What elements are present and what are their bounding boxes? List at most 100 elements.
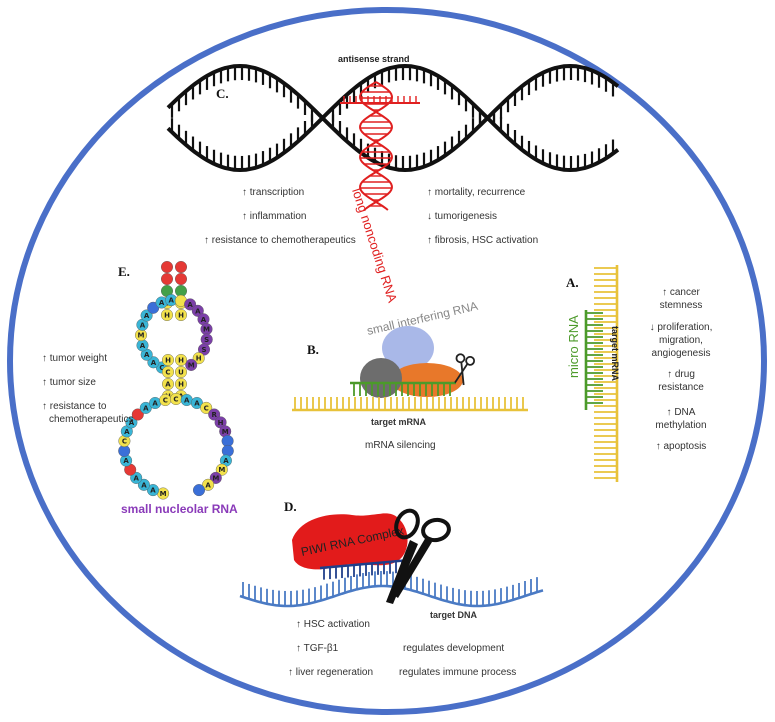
snorna-bead-letter: A: [133, 474, 139, 482]
snorna-bead: [202, 478, 215, 491]
panel-b-target-mrna: [292, 397, 528, 412]
panel-d-effect-right-2: regulates immune process: [399, 667, 516, 678]
target-dna-strand: [239, 571, 544, 608]
snorna-bead: [215, 463, 228, 476]
panel-c-effect-right-2: ↓ tumorigenesis: [427, 211, 497, 222]
snorna-bead: [130, 471, 143, 484]
snorna-bead: [191, 304, 204, 317]
snorna-bead-letter: H: [196, 355, 202, 363]
snorna-bead-letter: A: [201, 316, 207, 324]
snorna-bead-letter: U: [178, 369, 184, 377]
panel-d: D. PIWI RNA Complex target DNA ↑ HSC act…: [239, 499, 544, 678]
scissors-icon: [454, 353, 476, 386]
piwi-rna-backbone: [319, 558, 411, 570]
piwi-complex-blob: [292, 513, 408, 570]
snorna-bead: [137, 478, 150, 491]
panel-d-effect-left-2: ↑ TGF-β1: [296, 643, 339, 654]
snorna-bead-letter: H: [164, 312, 170, 320]
snorna-bead-letter: C: [122, 438, 127, 446]
panel-e-effect-3-line-1: ↑ resistance to: [42, 401, 107, 412]
panel-c-letter: C.: [216, 86, 229, 101]
panel-a-effect-5: ↑ apoptosis: [656, 441, 707, 452]
snorna-bead: [197, 343, 210, 356]
snorna-structure: UHUHCAAAMAAAAAAAMSSHMHHCUAHUAMAAAACAAAAC…: [118, 261, 234, 500]
large-scissors-icon: [386, 508, 451, 604]
snorna-bead: [192, 484, 205, 497]
snorna-bead: [139, 401, 152, 414]
snorna-bead: [146, 484, 159, 497]
snorna-bead: [160, 261, 173, 274]
snorna-bead-letter: A: [140, 342, 146, 350]
lncrna-hairpin: [340, 81, 420, 211]
snorna-bead-letter: A: [143, 404, 149, 412]
panel-c: C. antisense strand long noncoding RNA ↑…: [166, 54, 620, 305]
panel-c-effect-left-3: ↑ resistance to chemotherapeutics: [204, 235, 356, 246]
snorna-bead-letter: H: [218, 419, 224, 427]
snorna-bead-letter: M: [218, 466, 225, 474]
snorna-label: small nucleolar RNA: [121, 502, 238, 516]
snorna-bead-letter: M: [222, 428, 229, 436]
panel-e-letter: E.: [118, 264, 130, 279]
snorna-bead-letter: C: [163, 397, 168, 405]
snorna-bead-letter: A: [123, 457, 129, 465]
panel-e-effect-3-line-2: chemotherapeutics: [49, 414, 134, 425]
panel-e-effect-3: ↑ resistance to chemotherapeutics: [42, 401, 134, 425]
panel-a-target-label: target mRNA: [610, 326, 620, 382]
panel-d-effect-left-3: ↑ liver regeneration: [288, 667, 373, 678]
sirna-orange-blob: [391, 363, 463, 397]
panel-e-effect-2: ↑ tumor size: [42, 377, 96, 388]
snorna-bead-letter: A: [223, 457, 229, 465]
mirna-strand: [584, 310, 603, 410]
snorna-bead-letter: R: [212, 411, 218, 419]
snorna-bead: [209, 471, 222, 484]
antisense-strand-label: antisense strand: [338, 54, 410, 64]
panel-e: E. UHUHCAAAMAAAAAAAMSSHMHHCUAHUAMAAAACAA…: [42, 261, 238, 516]
snorna-bead-letter: C: [204, 404, 209, 412]
snorna-bead-letter: C: [165, 369, 170, 377]
snorna-bead-letter: A: [159, 299, 165, 307]
snorna-bead-letter: S: [201, 346, 206, 354]
snorna-bead: [190, 397, 203, 410]
snorna-bead: [174, 366, 187, 379]
piwi-rna-strand: [319, 558, 411, 580]
snorna-bead: [140, 309, 153, 322]
snorna-bead-letter: A: [184, 397, 190, 405]
mirna-label: micro RNA: [566, 315, 581, 378]
snorna-bead-letter: M: [138, 332, 145, 340]
snorna-bead-letter: S: [204, 336, 209, 344]
snorna-bead-letter: M: [188, 361, 195, 369]
outer-circle: [7, 7, 767, 715]
snorna-bead: [161, 378, 174, 391]
snorna-bead-letter: A: [140, 321, 146, 329]
snorna-bead: [160, 273, 173, 286]
panel-b: B. small interfering RNA target mRNA mRN…: [292, 299, 528, 451]
sirna-blue-blob: [382, 326, 434, 370]
snorna-bead: [174, 309, 187, 322]
snorna-bead: [174, 261, 187, 274]
snorna-bead-letter: C: [173, 396, 178, 404]
snorna-bead: [125, 416, 138, 429]
panel-d-target-label: target DNA: [430, 610, 478, 620]
panel-c-effect-right-1: ↑ mortality, recurrence: [427, 187, 526, 198]
snorna-bead-letter: A: [144, 312, 150, 320]
snorna-bead-letter: A: [144, 351, 150, 359]
snorna-bead: [185, 358, 198, 371]
snorna-bead: [174, 354, 187, 367]
panel-d-letter: D.: [284, 499, 297, 514]
snorna-bead-letter: H: [178, 357, 184, 365]
snorna-bead-letter: M: [160, 490, 167, 498]
snorna-bead: [161, 366, 174, 379]
snorna-bead-letter: A: [151, 359, 157, 367]
snorna-bead-letter: M: [212, 474, 219, 482]
snorna-bead-letter: A: [129, 419, 135, 427]
snorna-bead-letter: C: [159, 364, 164, 372]
snorna-bead-letter: A: [195, 307, 201, 315]
panel-b-target-label: target mRNA: [371, 417, 427, 427]
panel-b-effect: mRNA silencing: [365, 440, 436, 451]
panel-a-target-mrna: [594, 265, 619, 482]
panel-d-effect-left-1: ↑ HSC activation: [296, 619, 370, 630]
